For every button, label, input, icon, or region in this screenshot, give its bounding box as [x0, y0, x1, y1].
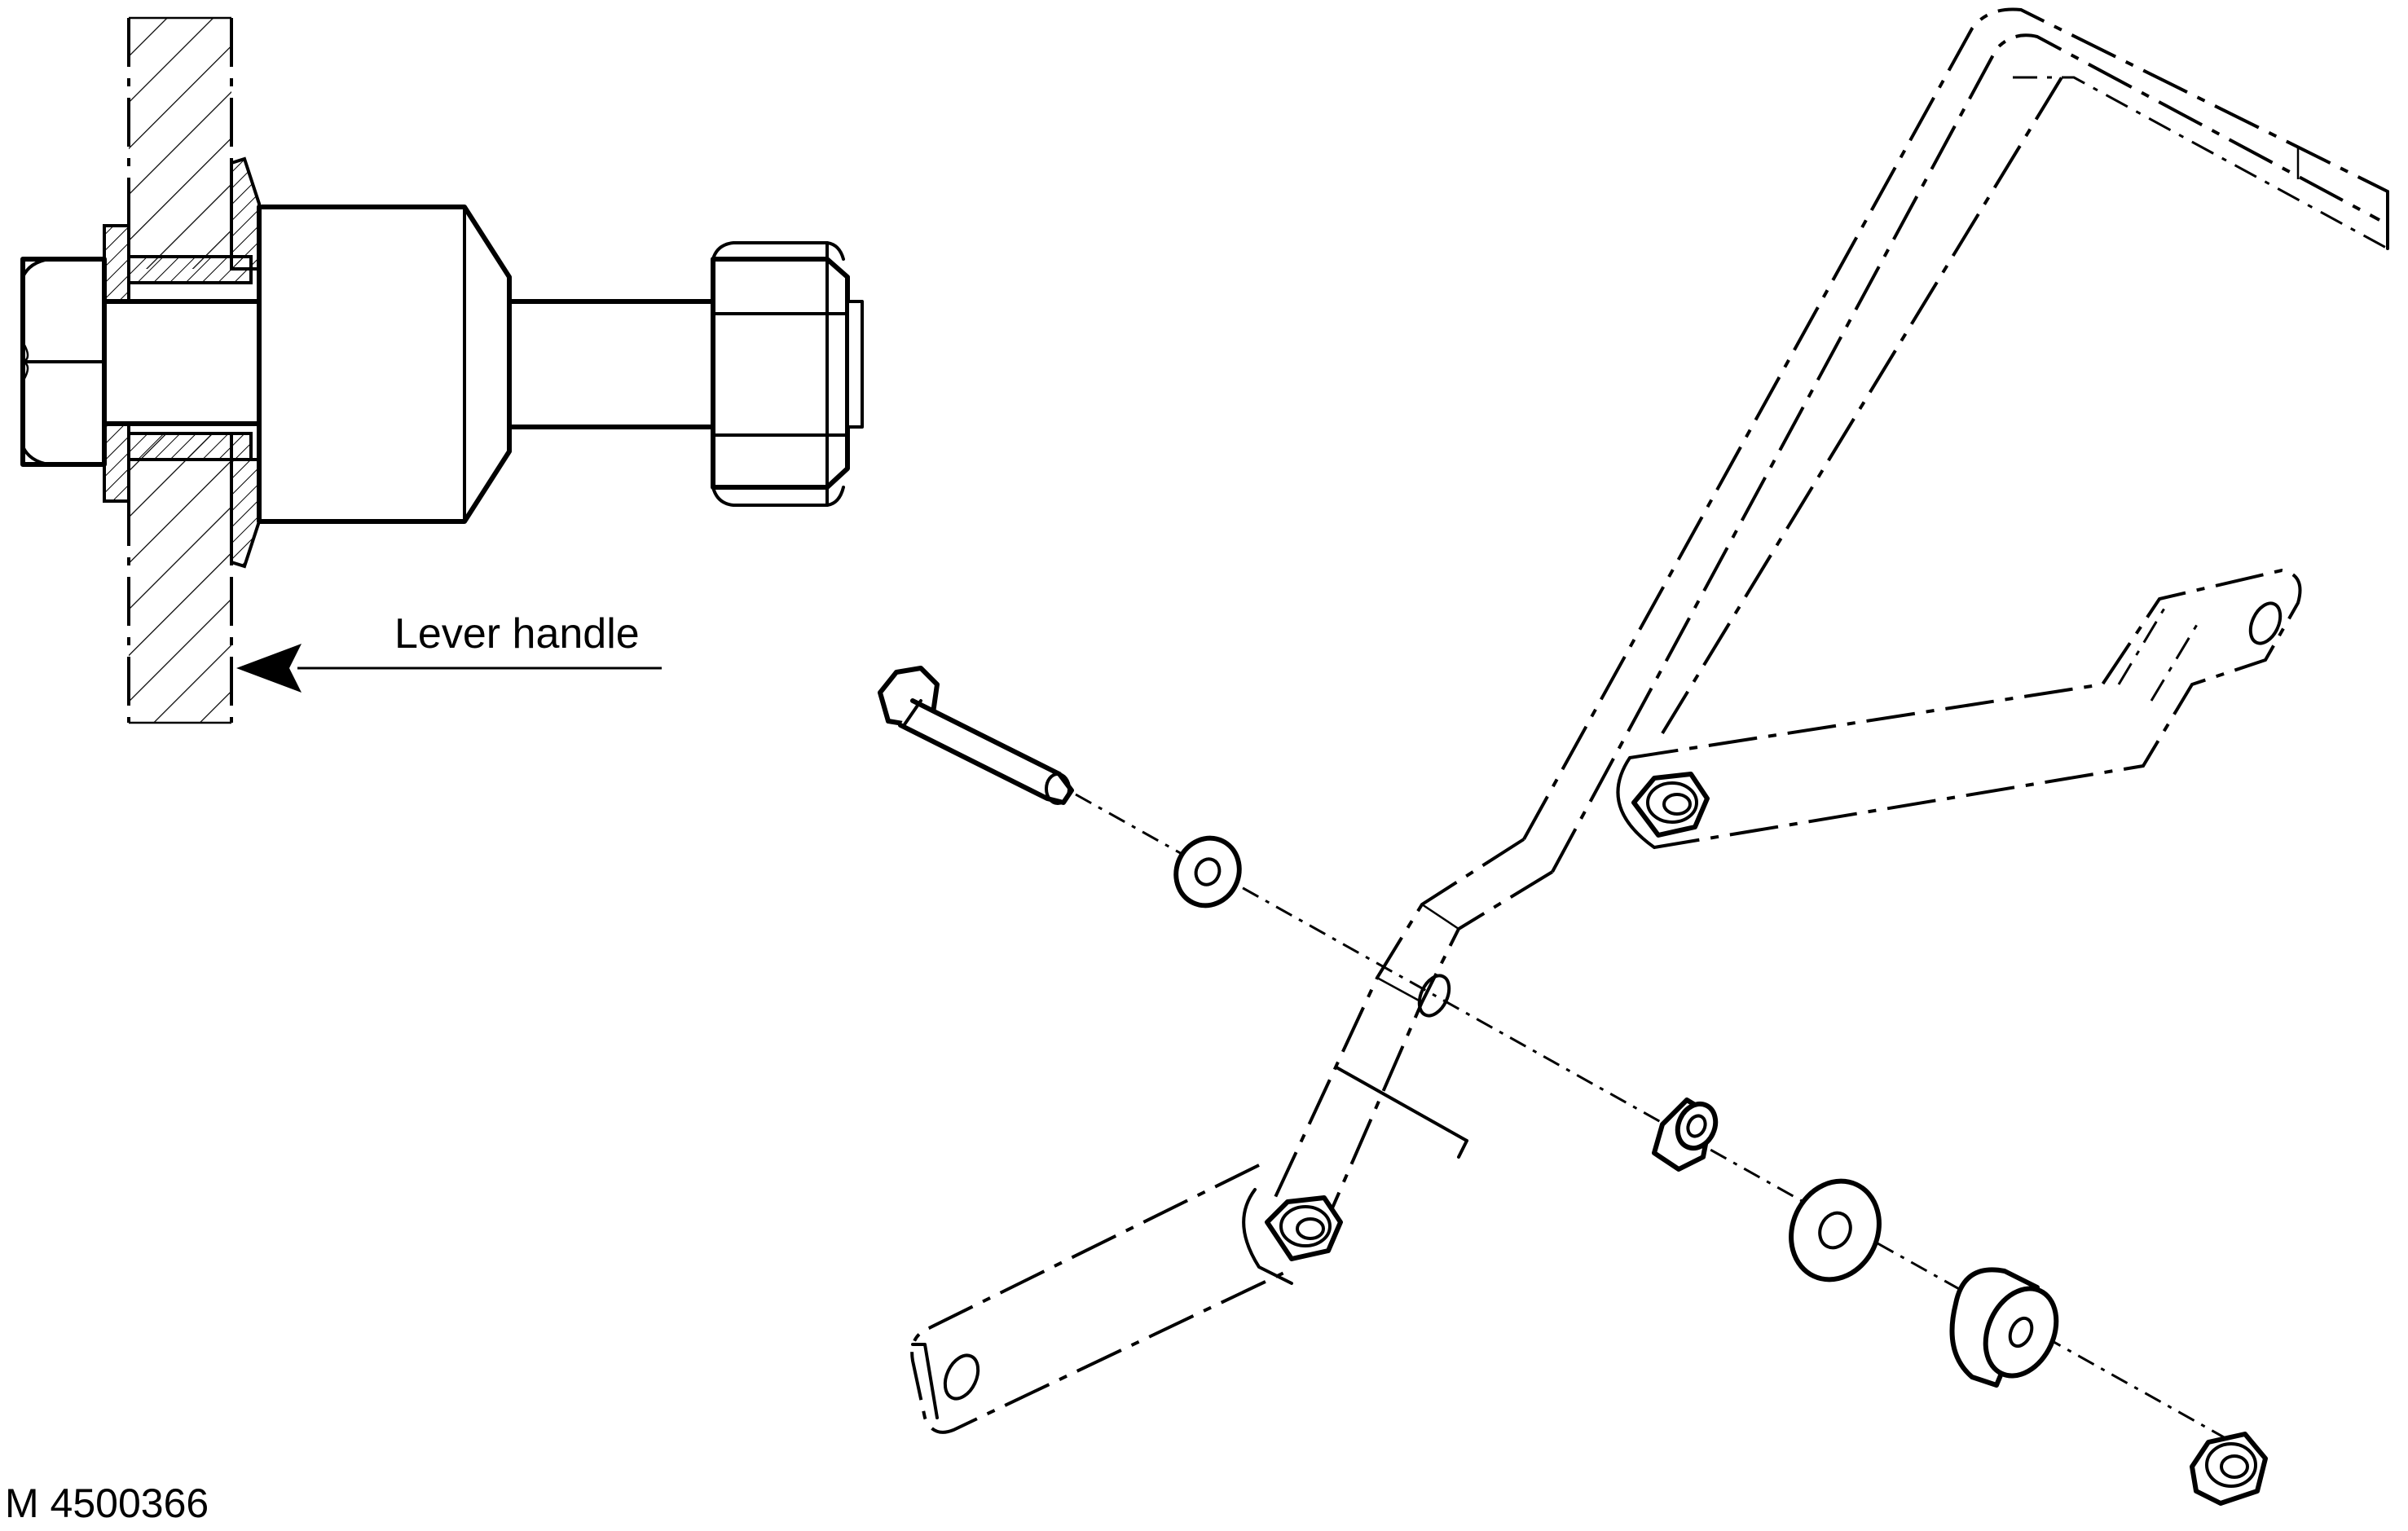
lever-pivot-hole	[1417, 974, 1451, 1018]
lower-link-eye-hole	[943, 1353, 980, 1401]
lever-handle-phantom	[1270, 7, 2389, 1256]
flat-washer-front	[1173, 835, 1242, 908]
upper-link-rod	[1616, 568, 2302, 849]
assembly-axis-line	[1075, 793, 2234, 1444]
lever-handle-label: Lever handle	[394, 610, 640, 658]
bolt-head	[20, 257, 107, 467]
hex-bolt	[878, 666, 1074, 805]
lower-link-lock-nut	[1265, 1195, 1343, 1261]
upper-link-lock-nut	[1631, 772, 1710, 838]
section-detail-view: Lever handle	[20, 16, 864, 724]
lock-nut	[711, 241, 864, 507]
flat-washer-rear	[1789, 1178, 1882, 1282]
spacer-bushing-small	[1652, 1098, 1719, 1172]
thread-shaft	[507, 299, 715, 429]
lower-link-rod	[910, 1164, 1293, 1434]
spring-washer-section	[230, 156, 261, 569]
bolt-shank	[102, 299, 262, 426]
final-lock-nut	[2190, 1432, 2268, 1506]
roller-spacer	[257, 205, 512, 524]
upper-link-eye-hole	[2248, 601, 2283, 645]
lever-handle-callout: Lever handle	[236, 610, 662, 693]
drawing-number: M 4500366	[5, 1480, 209, 1526]
exploded-view	[878, 7, 2389, 1506]
roller	[1949, 1267, 2059, 1388]
